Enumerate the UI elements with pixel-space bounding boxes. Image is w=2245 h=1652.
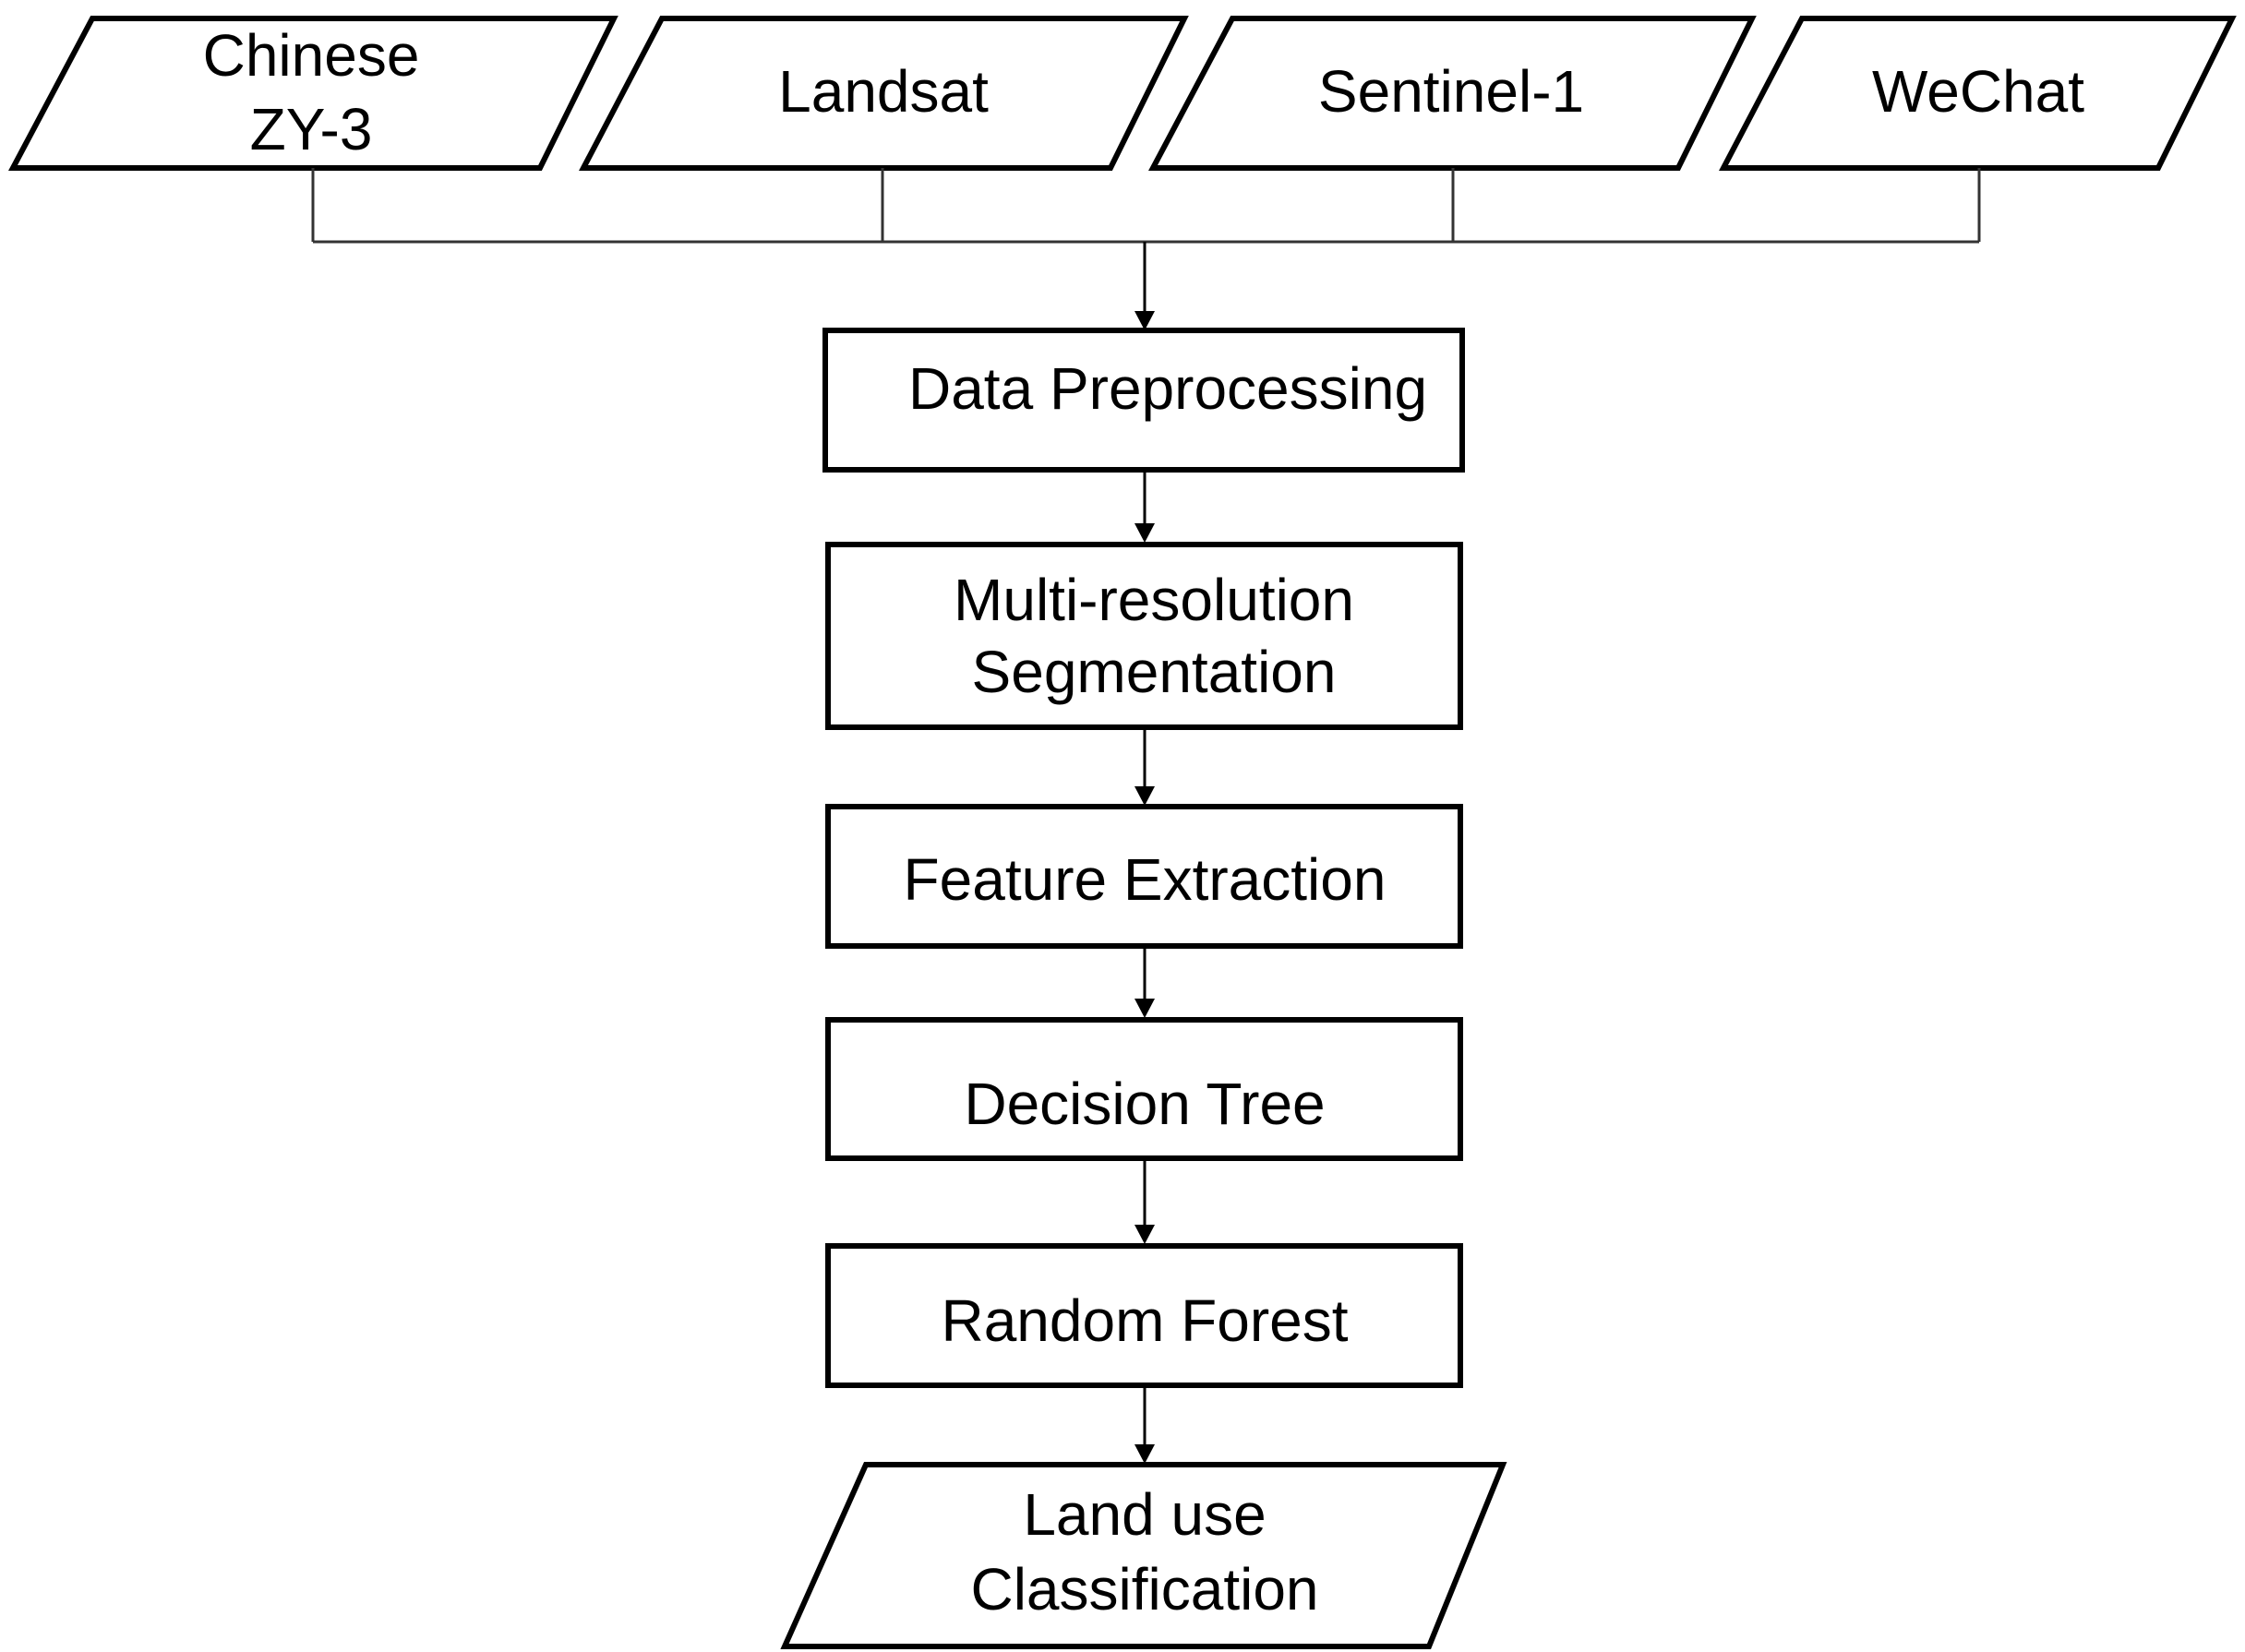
step-box [825,1243,1463,1388]
step-box [825,804,1463,949]
input-node-wechat: WeChat [1719,16,2237,171]
step-box [825,542,1463,730]
step-label-line: Data Preprocessing [908,355,1427,422]
step-label-line: Feature Extraction [904,846,1387,913]
input-label-line: ZY-3 [250,96,373,162]
merge-connector [311,168,1981,244]
step-data-preprocessing: Data Preprocessing [822,328,1465,473]
input-label-line: WeChat [1872,58,2084,125]
output-label-line: Land use [1023,1481,1266,1548]
step-multi-resolution-segmentation: Multi-resolution Segmentation [825,542,1463,730]
input-shape [1719,16,2237,171]
input-label-line: Sentinel-1 [1318,58,1584,125]
input-node-chinese-zy3: Chinese ZY-3 [8,16,618,171]
input-label-line: Chinese [203,22,420,89]
step-feature-extraction: Feature Extraction [825,804,1463,949]
input-shape [8,16,618,171]
step-label-line: Decision Tree [964,1071,1325,1137]
input-node-landsat: Landsat [579,16,1189,171]
step-label-line: Random Forest [941,1287,1348,1354]
step-random-forest: Random Forest [825,1243,1463,1388]
output-node-land-use-classification: Land use Classification [780,1462,1507,1649]
input-shape [1148,16,1757,171]
output-shape [780,1462,1507,1649]
arrow-preprocessing-to-segmentation [1135,470,1155,543]
input-shape [579,16,1189,171]
arrow-merge-to-preprocessing [1135,242,1155,330]
step-label-line: Segmentation [972,639,1337,705]
step-box [825,1017,1463,1161]
arrow-segmentation-to-features [1135,727,1155,806]
step-label-line: Multi-resolution [954,567,1354,633]
input-label-line: Landsat [778,58,989,125]
step-decision-tree: Decision Tree [825,1017,1463,1161]
step-box [822,328,1465,473]
output-label-line: Classification [970,1556,1318,1622]
arrow-decision-tree-to-random-forest [1135,1158,1155,1244]
input-node-sentinel1: Sentinel-1 [1148,16,1757,171]
arrow-random-forest-to-output [1135,1385,1155,1464]
arrow-features-to-decision-tree [1135,946,1155,1018]
